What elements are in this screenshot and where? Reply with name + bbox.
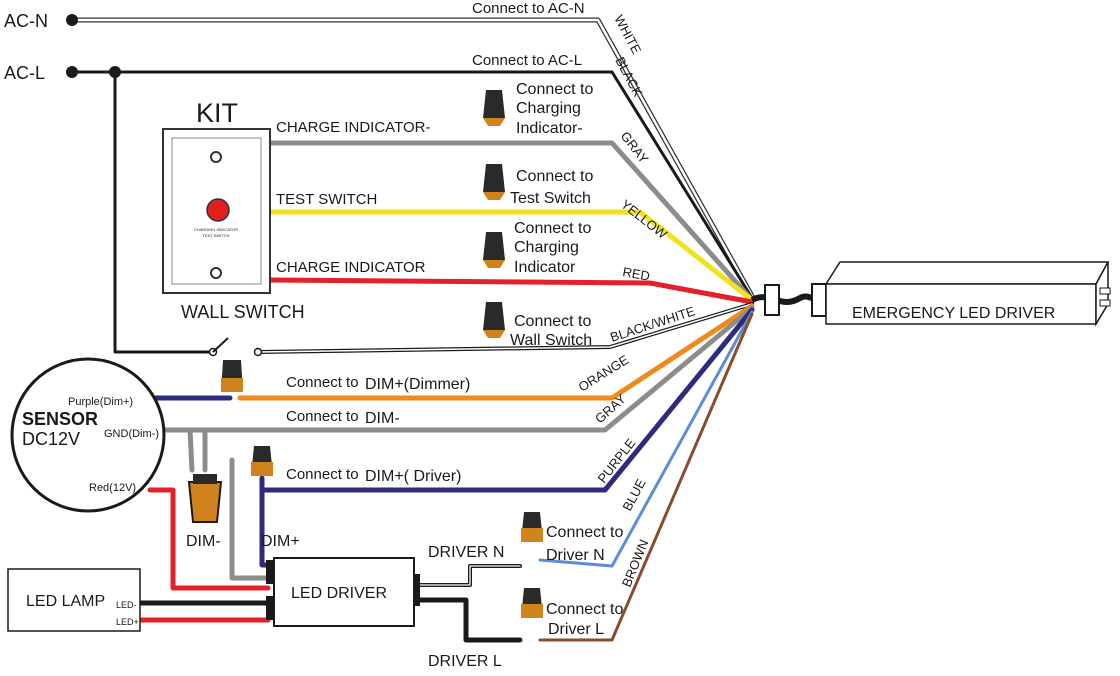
conn-charging-minus-3: Indicator- [516, 120, 583, 137]
conn-charging-minus-1: Connect to [516, 81, 593, 98]
dim-minus-label: DIM- [186, 533, 221, 550]
sensor-title: SENSOR [22, 409, 98, 429]
driver-n-label: DRIVER N [428, 544, 504, 561]
sensor-red-wire [147, 487, 271, 591]
ac-l-branch [113, 70, 212, 354]
connector-dim-minus[interactable] [187, 474, 223, 523]
connector-wall-switch[interactable] [483, 302, 505, 338]
dim-plus-label: DIM+ [261, 533, 300, 550]
connector-driver-l[interactable] [521, 588, 543, 618]
ac-n-label: AC-N [4, 11, 48, 31]
red-charge-wire [267, 277, 755, 305]
connect-ac-n-label: Connect to AC-N [472, 0, 585, 17]
connector-charging-minus[interactable] [483, 90, 505, 126]
blue-driver-n-wire [538, 310, 754, 568]
charging-indicator-led[interactable] [206, 198, 230, 222]
conn-charging-minus-2: Charging [516, 100, 581, 117]
wall-switch-label: WALL SWITCH [181, 302, 305, 322]
ac-l-terminal [66, 66, 78, 78]
orange-dim-wire [237, 303, 755, 401]
sensor-purple-pin: Purple(Dim+) [68, 396, 133, 408]
connect-dim-minus-a: Connect to [286, 408, 359, 425]
kit-title: KIT [196, 98, 238, 128]
mains-wires [69, 17, 755, 354]
connector-test-switch[interactable] [483, 164, 505, 200]
sensor-gnd-wire [155, 427, 195, 473]
led-lamp-label: LED LAMP [26, 593, 105, 610]
conn-driver-n-2: Driver N [546, 547, 605, 564]
conn-charging-3: Indicator [514, 259, 576, 276]
conn-test-switch-2: Test Switch [510, 190, 591, 207]
connector-dimmer[interactable] [221, 360, 243, 392]
test-switch-label: TEST SWITCH [276, 191, 377, 208]
connect-ac-l-label: Connect to AC-L [472, 52, 582, 69]
gray-charge-minus-wire [267, 140, 755, 303]
purple-dim-driver-wire [259, 307, 755, 493]
emergency-led-driver: EMERGENCY LED DRIVER [750, 261, 1111, 327]
conn-driver-l-2: Driver L [548, 621, 604, 638]
gnd-to-driver-wire [202, 427, 271, 581]
connector-driver-n[interactable] [521, 512, 543, 542]
connect-dim-driver-a: Connect to [286, 466, 359, 483]
connect-dimmer-a: Connect to [286, 374, 359, 391]
sensor-red-pin: Red(12V) [89, 482, 136, 494]
connect-dimmer-b: DIM+(Dimmer) [365, 376, 470, 393]
wire-color-red: RED [621, 264, 651, 284]
ac-n-terminal [66, 14, 78, 26]
connect-dim-driver-b: DIM+( Driver) [365, 468, 461, 485]
led-driver-box: LED DRIVER [266, 557, 420, 627]
yellow-test-wire [267, 209, 755, 303]
conn-wall-switch-1: Connect to [514, 313, 591, 330]
plate-text-1: CHARGING INDICATOR [194, 227, 238, 232]
wall-switch[interactable] [208, 337, 263, 357]
gray-dim-minus-wire [187, 305, 755, 433]
brown-driver-l-wire [538, 312, 754, 642]
charge-indicator-label: CHARGE INDICATOR [276, 259, 426, 276]
plate-text-2: TEST SWITCH [202, 233, 229, 238]
driver-n-out [416, 564, 522, 587]
plate-screw-top [210, 151, 222, 163]
driver-l-label: DRIVER L [428, 653, 502, 670]
driver-l-out [415, 597, 523, 643]
conn-test-switch-1: Connect to [516, 168, 593, 185]
led-lamp-neg: LED- [116, 600, 137, 610]
wire-connectors [187, 90, 543, 618]
led-lamp-box: LED LAMP LED- LED+ [7, 568, 141, 632]
emergency-driver-label: EMERGENCY LED DRIVER [852, 305, 1055, 322]
ac-l-junction [109, 66, 121, 78]
ac-l-label: AC-L [4, 63, 45, 83]
conn-charging-1: Connect to [514, 220, 591, 237]
conn-driver-l-1: Connect to [546, 601, 623, 618]
conn-driver-n-1: Connect to [546, 524, 623, 541]
conn-wall-switch-2: Wall Switch [510, 332, 592, 349]
wire-color-gray: GRAY [618, 129, 652, 167]
wire-color-black: BLACK [612, 54, 645, 99]
connector-charging[interactable] [483, 232, 505, 268]
kit-plate: CHARGING INDICATOR TEST SWITCH [162, 128, 271, 294]
charge-indicator-minus-label: CHARGE INDICATOR- [276, 119, 430, 136]
sensor-body [10, 357, 166, 513]
sensor-gnd-pin: GND(Dim-) [104, 428, 159, 440]
ac-l-wire [70, 70, 754, 300]
conn-charging-2: Charging [514, 239, 579, 256]
plate-screw-bottom [210, 267, 222, 279]
sensor-voltage: DC12V [22, 429, 80, 449]
led-lamp-pos: LED+ [116, 617, 139, 627]
connector-dim-plus[interactable] [251, 446, 273, 476]
connect-dim-minus-b: DIM- [365, 410, 400, 427]
led-driver-label: LED DRIVER [291, 585, 387, 602]
